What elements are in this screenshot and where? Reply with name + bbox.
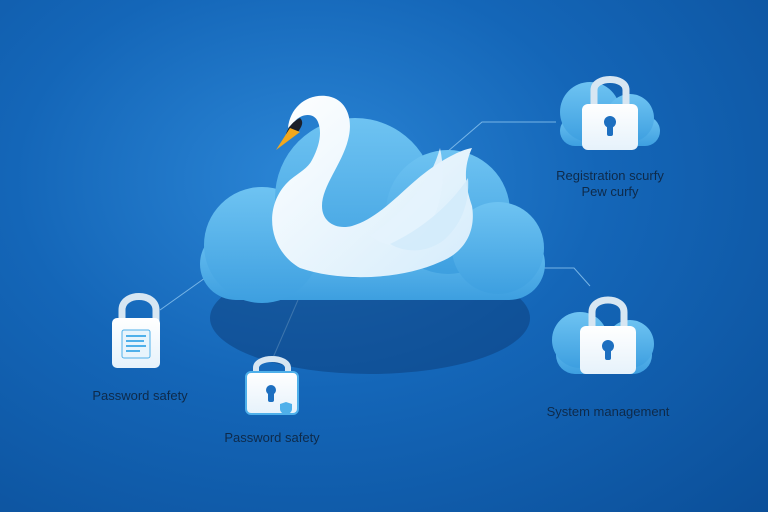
password-center-label: Password safety	[224, 430, 320, 445]
lock-icon	[245, 356, 299, 415]
registration-label-line2: Pew curfy	[581, 184, 639, 199]
swan-icon	[272, 95, 473, 278]
lock-icon	[560, 76, 660, 150]
connector-password-left	[159, 277, 206, 311]
lock-icon	[112, 293, 160, 368]
lock-icon	[552, 296, 654, 374]
registration-label-line1: Registration scurfy	[556, 168, 664, 183]
registration-label: Registration scurfy Pew curfy	[540, 168, 680, 200]
shield-icon	[280, 402, 292, 415]
password-left-label: Password safety	[92, 388, 188, 403]
system-label: System management	[546, 404, 670, 419]
document-icon	[121, 329, 151, 359]
beak	[276, 128, 300, 150]
connector-registration	[439, 121, 556, 159]
